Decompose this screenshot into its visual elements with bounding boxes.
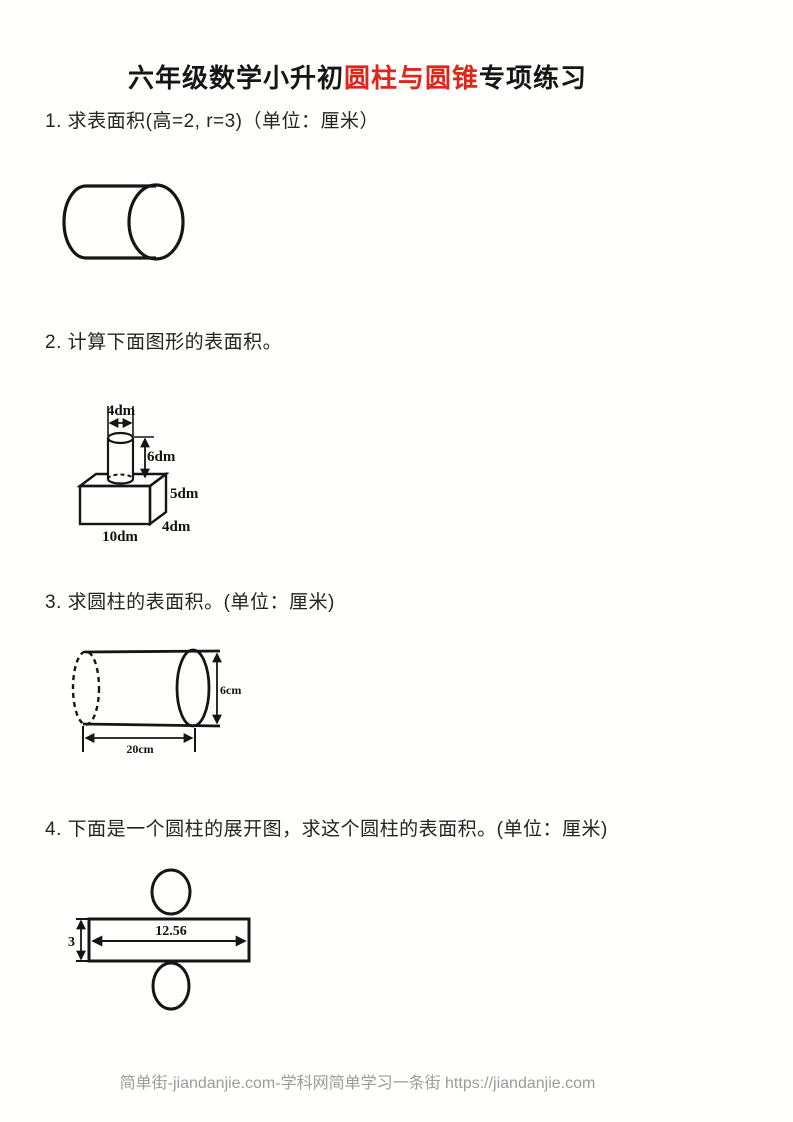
- question-3-label: 求圆柱的表面积。(单位：厘米): [67, 592, 335, 613]
- figure-q4-cylinder-net: 12.56 3: [60, 868, 260, 1013]
- question-4-number: 4.: [45, 819, 62, 840]
- footer-watermark: 简单街-jiandanjie.com-学科网简单学习一条街 https://ji…: [119, 1075, 596, 1092]
- question-1-label: 求表面积(高=2, r=3)（单位：厘米）: [67, 111, 380, 132]
- page-title-suffix: 专项练习: [479, 63, 588, 93]
- page-title: 六年级数学小升初圆柱与圆锥专项练习: [0, 58, 715, 95]
- page-title-prefix: 六年级数学小升初: [127, 63, 344, 93]
- figure-q2-cylinder-on-box: 4dm 6dm 5dm 4dm 10dm: [70, 390, 210, 550]
- question-3-text: 3. 求圆柱的表面积。(单位：厘米): [45, 587, 335, 614]
- dim-cylinder-diameter: 6cm: [220, 683, 241, 697]
- question-2-number: 2.: [45, 332, 62, 353]
- cylinder-drawing: [62, 183, 185, 261]
- question-2-text: 2. 计算下面图形的表面积。: [45, 327, 282, 354]
- composite-solid-drawing: 4dm 6dm 5dm 4dm 10dm: [76, 403, 199, 545]
- dim-cylinder-diameter: 4dm: [107, 403, 136, 419]
- question-1-number: 1.: [45, 111, 62, 132]
- dim-box-depth: 4dm: [162, 519, 191, 535]
- page-title-highlight: 圆柱与圆锥: [343, 63, 479, 93]
- dim-net-height: 3: [68, 935, 75, 950]
- figure-q3-cylinder: 6cm 20cm: [62, 648, 242, 760]
- dim-cylinder-length: 20cm: [126, 742, 153, 756]
- question-2-label: 计算下面图形的表面积。: [67, 332, 283, 353]
- figure-q1-cylinder: [56, 178, 194, 266]
- question-3-number: 3.: [45, 592, 62, 613]
- question-1-text: 1. 求表面积(高=2, r=3)（单位：厘米）: [45, 106, 379, 133]
- cylinder-dimensioned-drawing: 6cm 20cm: [71, 648, 241, 756]
- cylinder-net-drawing: 12.56 3: [68, 868, 251, 1011]
- dim-net-width: 12.56: [155, 924, 187, 939]
- dim-cylinder-height: 6dm: [147, 449, 176, 465]
- dim-box-height: 5dm: [170, 486, 199, 502]
- question-4-text: 4. 下面是一个圆柱的展开图，求这个圆柱的表面积。(单位：厘米): [45, 814, 608, 841]
- question-4-label: 下面是一个圆柱的展开图，求这个圆柱的表面积。(单位：厘米): [67, 819, 608, 840]
- dim-box-width: 10dm: [102, 529, 138, 545]
